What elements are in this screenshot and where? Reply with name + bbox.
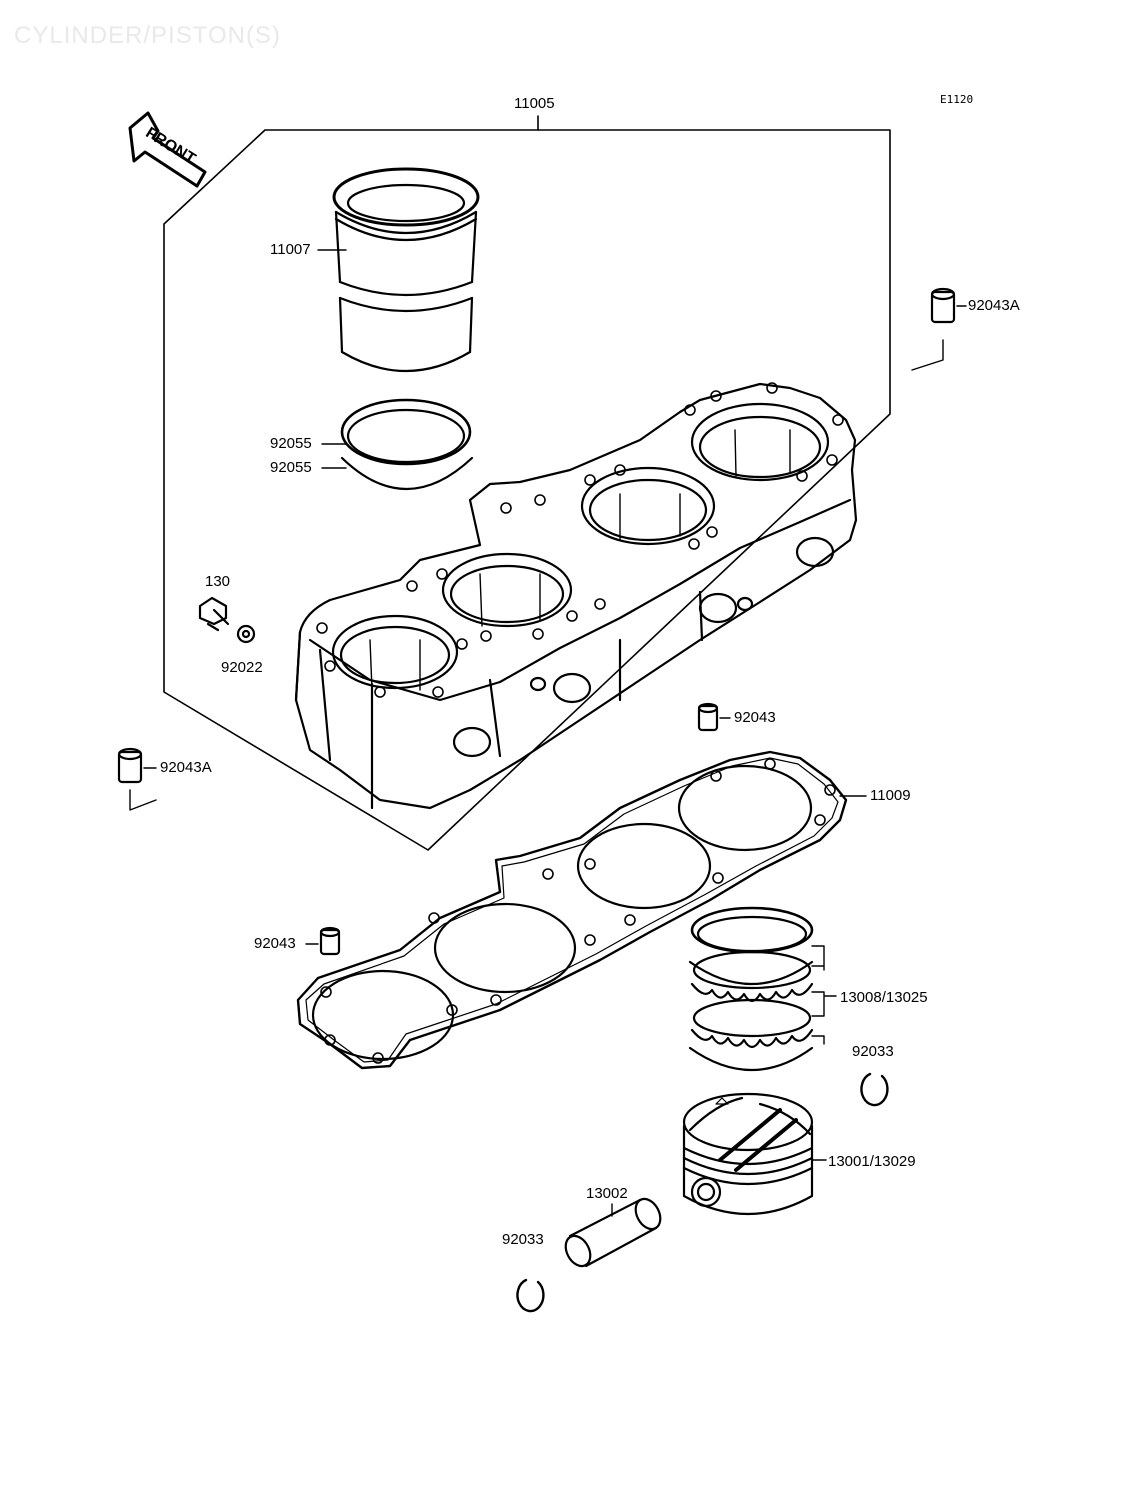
label-92043-mid: 92043	[734, 709, 776, 726]
dowel-pin-lower	[305, 926, 341, 956]
label-13001-13029: 13001/13029	[828, 1153, 916, 1170]
dowel-pin-mid	[697, 702, 731, 732]
label-92043A-right: 92043A	[968, 297, 1020, 314]
o-rings	[321, 398, 474, 490]
dowel-pin-right	[911, 287, 967, 371]
cylinder-block	[294, 382, 858, 810]
label-92033-right: 92033	[852, 1043, 894, 1060]
label-92043A-left: 92043A	[160, 759, 212, 776]
circlip-left	[516, 1278, 545, 1313]
label-92055-lower: 92055	[270, 459, 312, 476]
assembly-outline	[163, 129, 891, 851]
piston-pin	[564, 1197, 662, 1268]
label-11005: 11005	[514, 95, 555, 112]
label-13008-13025: 13008/13025	[840, 989, 928, 1006]
oil-jet	[198, 596, 230, 632]
dowel-pin-left	[117, 747, 157, 811]
label-13002: 13002	[586, 1185, 628, 1202]
label-11009: 11009	[870, 787, 911, 804]
front-arrow-icon: FRONT	[128, 111, 207, 188]
piston	[682, 1092, 827, 1216]
oil-washer	[236, 624, 256, 644]
head-gasket	[296, 750, 867, 1070]
label-92055-upper: 92055	[270, 435, 312, 452]
page-title: CYLINDER/PISTON(S)	[14, 22, 281, 49]
cylinder-liner	[317, 167, 480, 373]
label-130: 130	[205, 573, 231, 590]
label-92033-left: 92033	[502, 1231, 544, 1248]
circlip-right	[860, 1072, 889, 1107]
label-92043-lower: 92043	[254, 935, 296, 952]
diagram-code: E1120	[940, 93, 974, 106]
label-92022: 92022	[221, 659, 263, 676]
label-11007: 11007	[270, 241, 311, 258]
piston-rings	[688, 906, 837, 1072]
